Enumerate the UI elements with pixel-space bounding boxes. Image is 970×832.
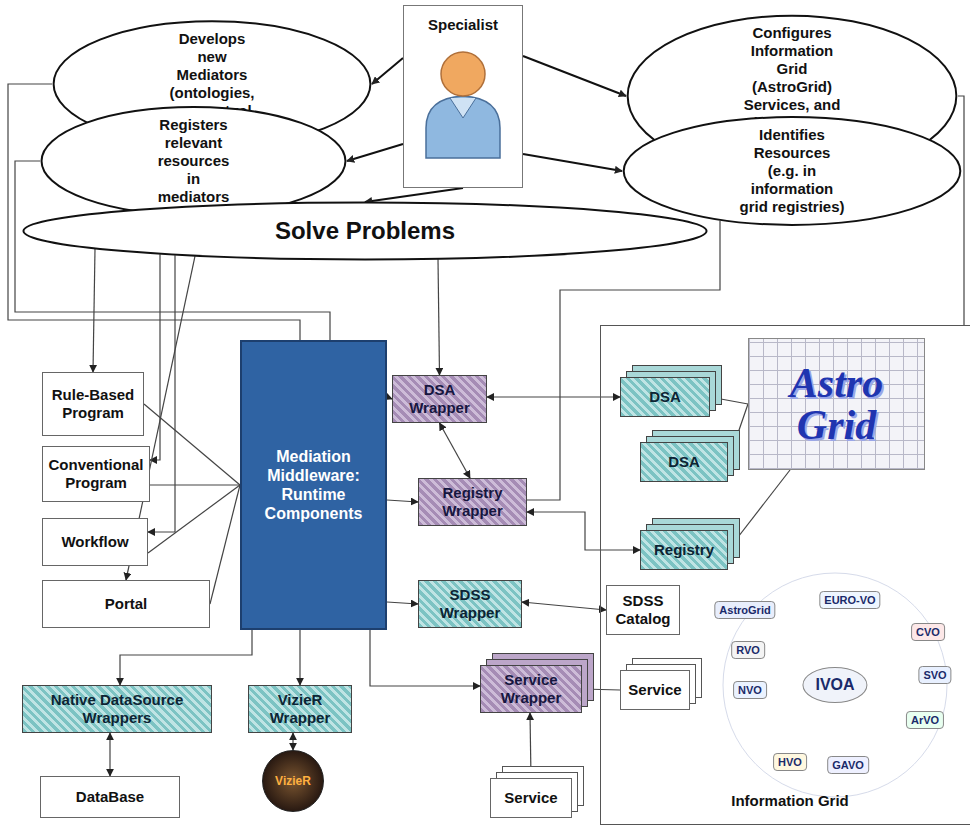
actor-box: Specialist <box>403 5 523 188</box>
service-stack: Service <box>490 778 572 818</box>
node-text: DSA Wrapper <box>396 381 483 417</box>
service-stack: Service <box>620 670 690 710</box>
node-text: Rule-Based Program <box>47 386 139 422</box>
connector <box>523 56 626 96</box>
connector <box>109 733 110 776</box>
wrapper-stack: Service Wrapper <box>480 665 582 713</box>
node-text: VizieR <box>275 774 311 788</box>
connector <box>440 423 471 478</box>
node-text: Portal <box>105 595 148 613</box>
logo-badge: HVO <box>773 753 807 771</box>
connector <box>530 713 531 778</box>
catalog-box: SDSS Catalog <box>606 585 680 635</box>
logo-badge: IVOA <box>802 667 867 703</box>
node-text: Service <box>504 789 557 807</box>
connector <box>387 602 418 604</box>
node-text: DataBase <box>76 788 144 806</box>
connector <box>292 733 293 750</box>
logo-badge: GAVO <box>827 756 869 774</box>
connector <box>148 485 240 553</box>
database-box: DataBase <box>40 776 180 818</box>
resource-stack: Registry <box>640 530 728 570</box>
vizier-logo: VizieR <box>262 750 324 812</box>
wrapper-box: SDSS Wrapper <box>418 580 522 628</box>
node-text: Specialist <box>428 16 498 34</box>
node-text: Service <box>628 681 681 699</box>
wrapper-box: Native DataSource Wrappers <box>22 685 212 733</box>
node-text: Astro Grid <box>772 362 902 446</box>
person-icon <box>420 40 506 160</box>
program-box: Workflow <box>42 518 148 566</box>
connector <box>387 500 418 502</box>
node-text: SDSS Catalog <box>611 592 675 628</box>
connector <box>958 96 964 325</box>
astrogrid-logo: Astro Grid <box>748 338 925 470</box>
goal-ellipse: Solve Problems <box>20 202 710 260</box>
connector <box>93 249 95 372</box>
connector <box>150 484 240 485</box>
node-text: Conventional Program <box>47 456 145 492</box>
connector <box>372 58 403 84</box>
connector <box>365 188 463 202</box>
connector <box>710 397 748 404</box>
wrapper-box: DSA Wrapper <box>392 375 487 423</box>
node-text: VizieR Wrapper <box>252 691 348 727</box>
program-box: Rule-Based Program <box>42 372 144 436</box>
logo-badge: CVO <box>911 623 945 641</box>
node-text: Registry Wrapper <box>422 484 523 520</box>
middleware-box: Mediation Middleware: Runtime Components <box>240 340 387 630</box>
program-box: Portal <box>42 580 210 628</box>
connector <box>144 404 240 485</box>
connector <box>347 144 403 161</box>
program-box: Conventional Program <box>42 446 150 502</box>
logo-badge: EURO-VO <box>819 591 880 609</box>
resource-stack: DSA <box>620 377 710 417</box>
connector <box>527 512 640 550</box>
task-ellipse: Identifies Resources (e.g. in informatio… <box>622 116 962 226</box>
connector <box>527 221 720 500</box>
connector <box>523 154 622 171</box>
logo-badge: SVO <box>918 666 951 684</box>
connector <box>148 255 175 532</box>
connector <box>299 630 300 685</box>
grid-region: Information Grid DSA DSA Registry Astro Grid… <box>600 325 970 825</box>
logo-badge: ArVO <box>906 711 944 729</box>
node-text: Service Wrapper <box>484 671 578 707</box>
node-text: Solve Problems <box>275 217 455 246</box>
connector <box>210 485 240 604</box>
connector <box>370 630 480 686</box>
node-text: Registers relevant resources in mediator… <box>156 116 230 206</box>
wrapper-box: Registry Wrapper <box>418 478 527 526</box>
resource-stack: DSA <box>640 442 728 482</box>
node-text: Information Grid <box>731 792 849 810</box>
node-text: Registry <box>654 541 714 559</box>
connector <box>728 404 748 462</box>
logo-badge: NVO <box>733 681 767 699</box>
node-text: Identifies Resources (e.g. in informatio… <box>738 126 845 216</box>
node-text: Native DataSource Wrappers <box>26 691 208 727</box>
node-text: Mediation Middleware: Runtime Components <box>248 447 379 524</box>
node-text: DSA <box>668 453 700 471</box>
connector <box>728 470 790 550</box>
node-text: SDSS Wrapper <box>422 586 518 622</box>
connector <box>582 689 620 690</box>
wrapper-box: VizieR Wrapper <box>248 685 352 733</box>
node-text: Workflow <box>61 533 128 551</box>
logo-badge: RVO <box>731 641 765 659</box>
task-ellipse: Registers relevant resources in mediator… <box>40 106 347 216</box>
connector <box>120 630 252 685</box>
connector <box>438 259 440 375</box>
logo-badge: AstroGrid <box>714 601 775 619</box>
connector <box>522 602 606 610</box>
node-text: DSA <box>649 388 681 406</box>
